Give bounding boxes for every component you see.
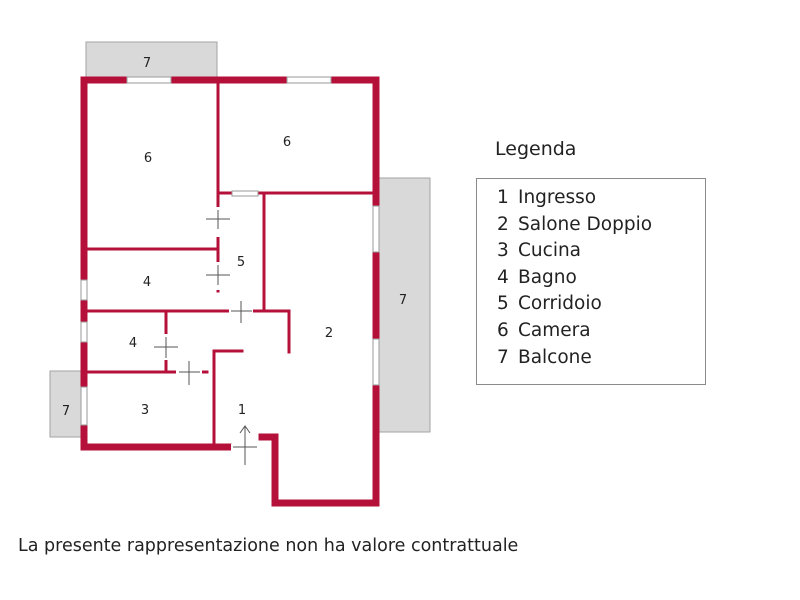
legend-item: 2 Salone Doppio: [497, 212, 652, 239]
balconies: [49, 41, 431, 438]
legend-item-number: 1: [497, 187, 509, 208]
legend-item-label: Salone Doppio: [518, 213, 653, 235]
label-kitchen: 3: [141, 403, 149, 418]
legend-item-label: Cucina: [518, 240, 582, 262]
windows: [80, 76, 380, 426]
window-top-left: [126, 76, 172, 84]
legend-item-label: Balcone: [518, 346, 592, 368]
legend-item-number: 2: [497, 213, 509, 235]
label-bedroom-left: 6: [144, 151, 152, 166]
legend-item: 3 Cucina: [497, 238, 652, 265]
legend-item-number: 7: [497, 346, 509, 368]
legend-item: 4 Bagno: [497, 265, 652, 292]
window-left-mid: [80, 321, 88, 343]
legend-item-number: 6: [497, 319, 509, 341]
legend-item: 1 Ingresso: [497, 185, 652, 212]
room-labels: 7 6 6 4 5 2 7 4 3 1 7: [62, 56, 407, 419]
label-entrance: 1: [238, 403, 246, 418]
doors: [154, 190, 259, 465]
balcony-left: [49, 370, 84, 438]
window-right-lower: [372, 338, 380, 386]
legend-item-label: Corridoio: [518, 293, 602, 315]
label-corridor: 5: [237, 255, 245, 270]
legend-item: 5 Corridoio: [497, 291, 652, 318]
label-balcony-right: 7: [399, 293, 407, 308]
disclaimer-text: La presente rappresentazione non ha valo…: [18, 536, 519, 556]
label-living-room: 2: [325, 326, 333, 341]
balcony-top: [85, 41, 218, 80]
legend-item-label: Camera: [518, 319, 591, 341]
legend-item-label: Bagno: [518, 266, 577, 288]
window-right-upper: [372, 205, 380, 253]
interior-walls: [84, 80, 376, 447]
legend-item-label: Ingresso: [518, 187, 597, 208]
label-bedroom-right: 6: [283, 135, 291, 150]
label-bathroom-lower: 4: [129, 336, 137, 351]
legend-item-number: 5: [497, 293, 509, 315]
exterior-walls: [80, 76, 380, 507]
label-balcony-top: 7: [143, 56, 151, 71]
window-top-right: [286, 76, 332, 84]
legend-item: 7 Balcone: [497, 345, 652, 372]
label-bathroom-upper: 4: [143, 275, 151, 290]
legend-item-number: 3: [497, 240, 509, 262]
window-left-lower: [80, 386, 88, 426]
legend-item: 6 Camera: [497, 318, 652, 345]
legend-title: Legenda: [495, 138, 577, 160]
label-balcony-left: 7: [62, 404, 70, 419]
balcony-right: [376, 177, 431, 433]
window-left-upper: [80, 279, 88, 301]
legend-item-number: 4: [497, 266, 509, 288]
